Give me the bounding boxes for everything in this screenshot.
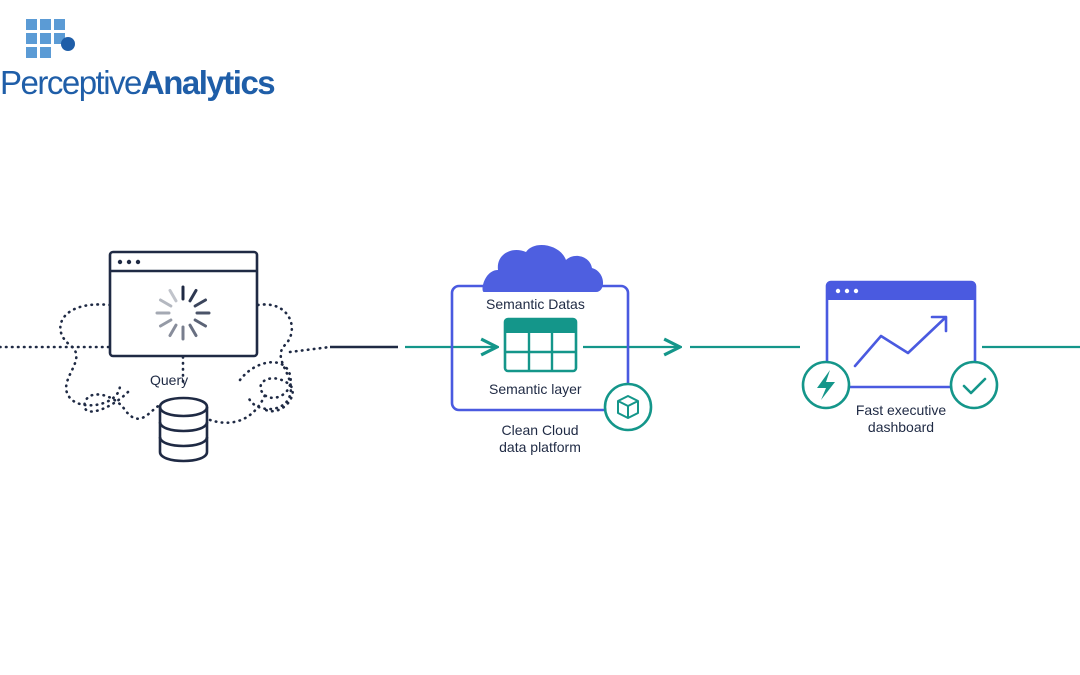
database-icon <box>158 396 209 463</box>
spinner-tick <box>188 323 198 338</box>
dashboard-label-line1: Fast executive <box>856 402 946 418</box>
logo-word-analytics: Analytics <box>140 64 276 101</box>
logo-grid-icon <box>26 19 75 58</box>
platform-label-line2: data platform <box>499 439 581 455</box>
spinner-tick <box>168 288 178 303</box>
check-icon <box>949 360 999 410</box>
spinner-tick <box>168 323 178 338</box>
lightning-icon <box>801 360 851 410</box>
trend-up-icon <box>853 315 948 368</box>
cube-icon <box>603 382 653 432</box>
spinner-tick <box>193 298 208 308</box>
cloud-icon <box>482 245 604 292</box>
perceptive-analytics-logo: PerceptiveAnalytics <box>0 0 276 110</box>
logo-wordmark: PerceptiveAnalytics <box>0 64 276 101</box>
platform-label-line1: Clean Cloud <box>501 422 578 438</box>
semantic-datasets-label: Semantic Datas <box>486 296 585 312</box>
spinner-tick <box>158 298 173 308</box>
spinner-icon <box>155 285 211 341</box>
spinner-tick <box>193 318 208 328</box>
tangled-query-lines <box>0 303 332 425</box>
spinner-tick <box>158 318 173 328</box>
semantic-layer-label: Semantic layer <box>489 381 582 397</box>
dashboard-label-line2: dashboard <box>868 419 934 435</box>
spinner-tick <box>188 288 198 303</box>
table-icon <box>503 317 578 373</box>
logo-word-perceptive: Perceptive <box>0 64 142 101</box>
query-browser-window <box>108 250 259 358</box>
dashboard-window <box>825 280 977 389</box>
query-label: Query <box>150 372 188 388</box>
